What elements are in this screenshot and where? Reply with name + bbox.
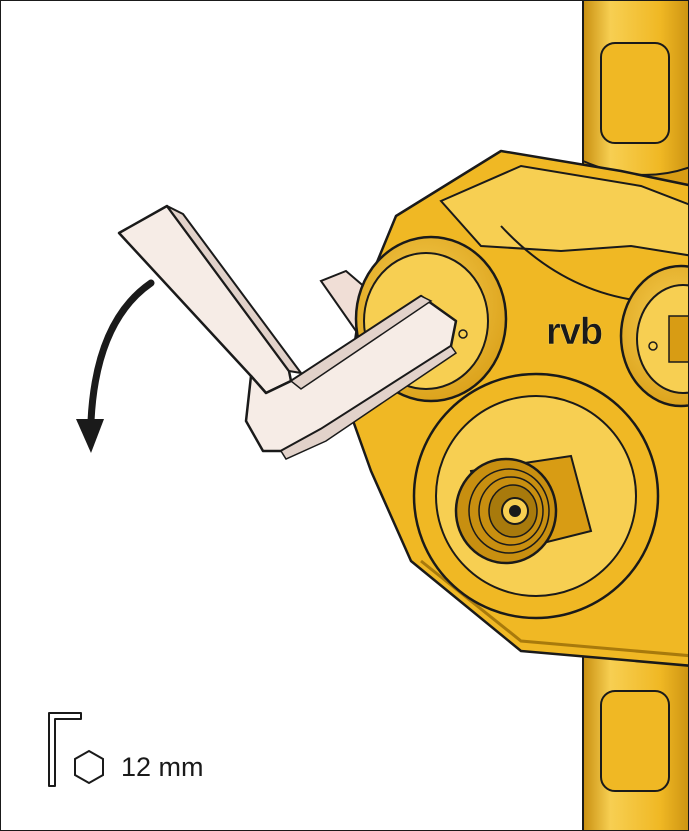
hex-key xyxy=(117,204,458,460)
threaded-outlet xyxy=(412,372,660,620)
hexagon-icon xyxy=(74,749,104,785)
valve-cap-right xyxy=(619,264,688,408)
curved-arrow-ccw-icon xyxy=(76,279,155,453)
hex-key-icon xyxy=(48,712,82,787)
tool-size-label: 12 mm xyxy=(121,752,204,782)
brand-logo: rvb xyxy=(546,311,602,353)
